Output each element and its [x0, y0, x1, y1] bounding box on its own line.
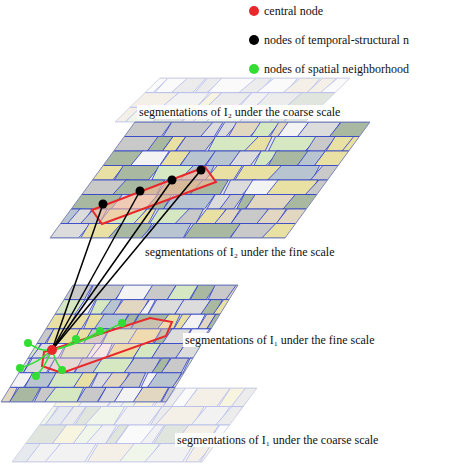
temporal-dot: [99, 200, 108, 209]
segment-cell: [207, 314, 226, 329]
legend-text: central node: [263, 4, 324, 18]
temporal-dot: [168, 176, 177, 185]
legend-text: nodes of temporal-structural n: [263, 33, 410, 47]
segment-cell: [320, 78, 358, 93]
segment-cell: [342, 137, 386, 152]
segment-cell: [314, 151, 362, 166]
neighbor-dot: [58, 366, 66, 374]
temporal-dot: [197, 166, 206, 175]
neighbor-dot: [72, 335, 80, 343]
segment-cell: [226, 285, 260, 300]
object-outline: [92, 167, 216, 224]
layer-label: segmentations of I₂ under the coarse sca…: [137, 105, 342, 119]
neighbor-dot: [96, 327, 104, 335]
segmentation-texture: [10, 388, 269, 462]
segmentation-layer: [10, 388, 269, 462]
segment-cell: [233, 407, 269, 426]
neighbor-dot: [118, 319, 126, 327]
temporal-dot: [136, 187, 145, 196]
segment-cell: [330, 122, 385, 137]
layer-outline: [115, 78, 350, 122]
segment-cell: [94, 314, 128, 329]
temporal-link: [52, 180, 172, 350]
segment-cell: [172, 373, 204, 388]
layer-label: segmentations of I₂ under the fine scale: [143, 245, 336, 259]
segment-cell: [283, 195, 329, 210]
segment-cell: [216, 407, 243, 426]
neighbor-dot: [32, 372, 40, 380]
segment-cell: [213, 300, 251, 315]
segment-cell: [141, 224, 191, 239]
layer-ground: [12, 388, 257, 462]
segment-cell: [183, 358, 203, 373]
layer-ground: [115, 78, 350, 122]
layer-label: segmentations of I₁ under the coarse sca…: [175, 433, 380, 447]
layer-label: segmentations of I₁ under the fine scale: [183, 333, 376, 347]
segment-cell: [303, 209, 352, 224]
legend-text: nodes of spatial neighborhood: [263, 62, 410, 76]
temporal-link: [52, 204, 103, 350]
central-dot: [47, 345, 57, 355]
temporal-link: [52, 191, 140, 350]
neighbor-dot: [24, 339, 32, 347]
layer-ground: [50, 122, 370, 238]
layer-outline: [12, 388, 257, 462]
legend-swatch: [249, 35, 259, 45]
segmentation-texture: [113, 78, 376, 122]
temporal-link: [52, 170, 201, 350]
neighbor-dot: [16, 364, 24, 372]
legend-swatch: [249, 6, 259, 16]
segmentation-layer: [113, 78, 376, 122]
layer-outline: [50, 122, 370, 238]
segment-cell: [244, 137, 272, 152]
legend-swatch: [249, 64, 259, 74]
segment-cell: [310, 166, 365, 181]
object-outline: [42, 318, 172, 373]
